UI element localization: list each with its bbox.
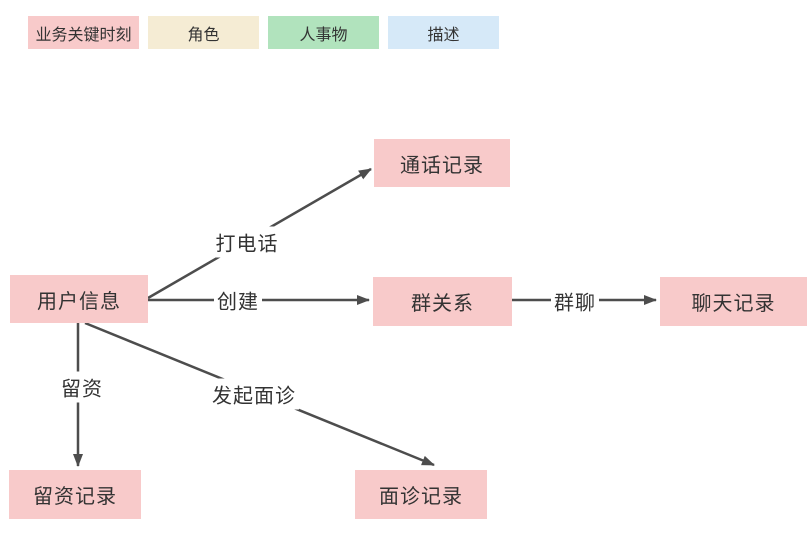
node-label: 留资记录 [33, 486, 117, 508]
legend: 业务关键时刻 角色 人事物 描述 [28, 16, 499, 49]
legend-item-description[interactable]: 描述 [388, 16, 499, 49]
node-label: 聊天记录 [691, 293, 776, 315]
node-label: 通话记录 [400, 154, 484, 177]
node-chat-records[interactable]: 聊天记录 [660, 277, 807, 326]
legend-item-label: 人事物 [299, 26, 348, 44]
edge-label-make-call: 打电话 [212, 226, 282, 258]
node-lead-records[interactable]: 留资记录 [9, 470, 141, 519]
edge-label-start-consult: 发起面诊 [209, 378, 299, 410]
node-label: 用户信息 [37, 290, 121, 313]
legend-item-role[interactable]: 角色 [148, 16, 259, 49]
node-call-records[interactable]: 通话记录 [374, 139, 510, 187]
legend-item-label: 描述 [427, 26, 460, 44]
legend-item-key-moment[interactable]: 业务关键时刻 [28, 16, 139, 49]
node-consult-records[interactable]: 面诊记录 [355, 470, 487, 519]
node-label: 面诊记录 [379, 486, 463, 508]
edge-label-group-chat: 群聊 [551, 285, 599, 317]
legend-item-people-things[interactable]: 人事物 [268, 16, 379, 49]
legend-item-label: 业务关键时刻 [35, 26, 132, 44]
node-user-info[interactable]: 用户信息 [10, 275, 148, 323]
node-label: 群关系 [411, 293, 474, 315]
legend-item-label: 角色 [187, 26, 220, 44]
edge-label-create: 创建 [214, 284, 262, 316]
node-group-relation[interactable]: 群关系 [373, 277, 512, 326]
edge-label-leave-info: 留资 [58, 371, 106, 403]
